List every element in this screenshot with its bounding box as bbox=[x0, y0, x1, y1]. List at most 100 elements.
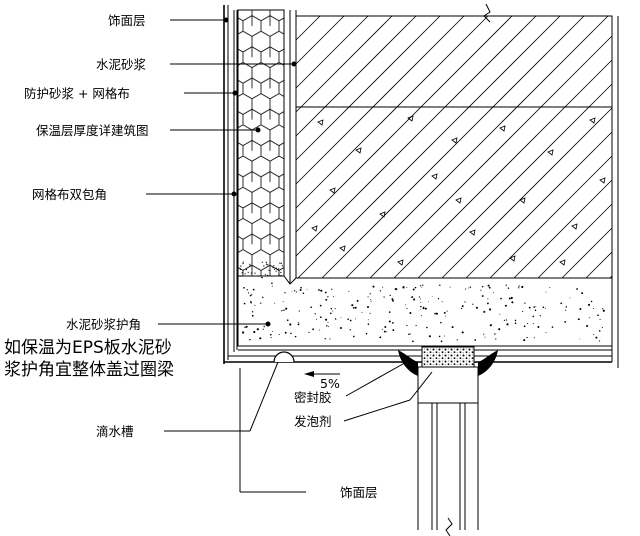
mortar-speckle bbox=[392, 322, 394, 324]
label-facing-top: 饰面层 bbox=[108, 13, 146, 28]
mortar-speckle bbox=[579, 308, 582, 310]
mortar-speckle bbox=[274, 268, 276, 270]
mortar-speckle bbox=[487, 284, 490, 287]
mortar-speckle bbox=[565, 306, 568, 308]
mortar-speckle bbox=[388, 311, 391, 313]
mortar-speckle bbox=[428, 335, 431, 338]
concrete-beam bbox=[295, 15, 613, 279]
mortar-speckle bbox=[261, 277, 263, 279]
drip-groove bbox=[273, 351, 295, 363]
mortar-speckle bbox=[264, 273, 266, 275]
mortar-speckle bbox=[388, 320, 391, 323]
mortar-speckle bbox=[392, 329, 395, 332]
hatch-line bbox=[295, 15, 537, 257]
mortar-speckle bbox=[521, 285, 524, 289]
mortar-speckle bbox=[495, 338, 497, 340]
mortar-speckle bbox=[330, 307, 333, 310]
mortar-speckle bbox=[347, 318, 349, 320]
mortar-speckle bbox=[406, 286, 408, 288]
mortar-speckle bbox=[588, 317, 590, 319]
mortar-speckle bbox=[409, 311, 412, 315]
mortar-speckle bbox=[602, 309, 605, 312]
mortar-speckle bbox=[352, 335, 355, 338]
mortar-speckle bbox=[352, 307, 355, 309]
mortar-speckle bbox=[382, 286, 384, 288]
mortar-speckle bbox=[483, 333, 485, 335]
mortar-speckle bbox=[581, 292, 584, 295]
label-cement-mortar: 水泥砂浆 bbox=[96, 57, 147, 72]
mortar-speckle bbox=[261, 261, 263, 263]
mortar-speckle bbox=[386, 331, 388, 333]
mortar-speckle bbox=[361, 312, 363, 314]
hatch-line bbox=[585, 251, 613, 279]
aggregate-mark bbox=[317, 119, 324, 126]
mortar-speckle bbox=[349, 329, 351, 331]
mortar-speckle bbox=[474, 339, 477, 341]
mortar-speckle bbox=[327, 321, 329, 323]
mortar-speckle bbox=[284, 331, 287, 334]
mortar-speckle bbox=[537, 326, 540, 328]
mortar-speckle bbox=[524, 302, 526, 304]
mortar-speckle bbox=[394, 288, 397, 290]
mortar-speckle bbox=[503, 319, 505, 321]
hatch-line bbox=[295, 15, 441, 161]
mortar-speckle bbox=[489, 324, 492, 327]
mortar-speckle bbox=[445, 315, 447, 317]
mortar-speckle bbox=[443, 311, 446, 314]
mortar-speckle bbox=[431, 295, 433, 297]
note-line-2: 浆护角宜整体盖过圈梁 bbox=[4, 360, 174, 380]
mortar-speckle bbox=[590, 300, 593, 303]
mortar-speckle bbox=[284, 292, 286, 294]
mortar-speckle bbox=[532, 323, 534, 324]
mortar-speckle bbox=[279, 262, 281, 264]
mortar-speckle bbox=[494, 333, 496, 335]
mortar-speckle bbox=[420, 301, 422, 303]
mortar-speckle bbox=[420, 298, 421, 300]
mortar-speckle bbox=[511, 301, 514, 304]
aggregate-mark bbox=[397, 259, 404, 266]
mortar-speckle bbox=[406, 307, 408, 309]
mortar-speckle bbox=[332, 310, 334, 312]
mortar-speckle bbox=[339, 327, 342, 329]
mortar-speckle bbox=[415, 324, 417, 327]
mortar-speckle bbox=[379, 336, 382, 339]
mortar-speckle bbox=[488, 286, 491, 289]
mortar-speckle bbox=[534, 309, 537, 312]
mortar-speckle bbox=[282, 301, 284, 303]
mortar-speckle bbox=[505, 319, 508, 321]
mortar-speckle bbox=[535, 306, 537, 308]
mortar-speckle bbox=[249, 338, 251, 341]
mortar-speckle bbox=[250, 272, 252, 274]
mortar-speckle bbox=[240, 275, 242, 277]
hatch-line bbox=[345, 15, 609, 279]
mortar-speckle bbox=[320, 289, 323, 292]
mortar-speckle bbox=[576, 288, 578, 290]
hatch-line bbox=[295, 15, 321, 41]
mortar-speckle bbox=[324, 291, 327, 294]
mortar-speckle bbox=[510, 296, 513, 300]
mortar-speckle bbox=[392, 299, 394, 302]
mortar-speckle bbox=[251, 294, 253, 296]
mortar-speckle bbox=[310, 306, 312, 308]
mortar-speckle bbox=[275, 270, 277, 272]
mortar-speckle bbox=[410, 333, 411, 335]
mortar-speckle bbox=[328, 326, 330, 328]
mortar-speckle bbox=[420, 285, 422, 287]
mortar-speckle bbox=[241, 272, 243, 274]
aggregate-mark bbox=[329, 187, 336, 194]
slope-arrow: 5% bbox=[304, 371, 340, 391]
mortar-speckle bbox=[270, 337, 272, 339]
mortar-speckle bbox=[411, 296, 414, 299]
mortar-speckle bbox=[384, 326, 387, 328]
mortar-speckle bbox=[278, 333, 280, 335]
mortar-speckle bbox=[545, 332, 547, 334]
mortar-speckle bbox=[370, 300, 372, 302]
mortar-speckle bbox=[275, 267, 277, 269]
mortar-speckle bbox=[464, 301, 466, 303]
mortar-speckle bbox=[369, 312, 371, 314]
mortar-speckle bbox=[499, 313, 501, 315]
mortar-speckle bbox=[247, 292, 250, 294]
mortar-speckle bbox=[365, 332, 368, 335]
mortar-speckle bbox=[293, 290, 296, 292]
mortar-speckle bbox=[428, 301, 430, 303]
